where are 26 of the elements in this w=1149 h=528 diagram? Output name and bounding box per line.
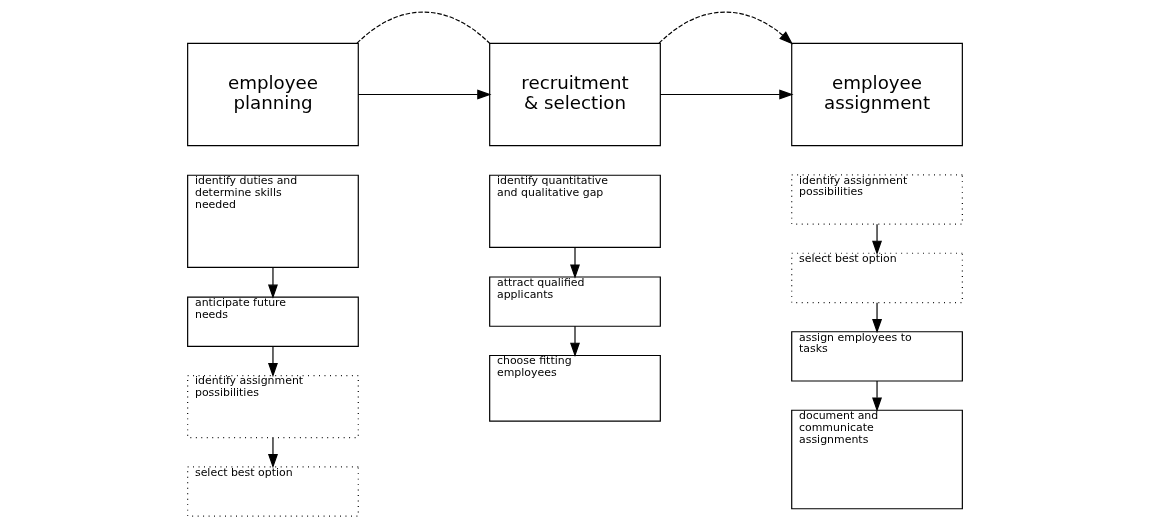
arrow: [659, 89, 794, 100]
arrow: [871, 223, 882, 255]
node-box: choose fitting employees: [488, 354, 661, 422]
node-box: recruitment & selection: [488, 42, 661, 147]
arrow: [267, 437, 278, 469]
arrow: [657, 11, 793, 45]
arrow: [569, 325, 580, 357]
node-box: anticipate future needs: [186, 296, 359, 347]
arrow: [871, 380, 882, 412]
node-box: identify assignment possibilities: [186, 374, 359, 439]
node-box: employee planning: [186, 42, 359, 147]
arrow: [569, 246, 580, 279]
arrow: [267, 266, 278, 299]
arrow: [267, 345, 278, 378]
node-box: assign employees to tasks: [790, 331, 963, 382]
node-box: identify duties and determine skills needed: [186, 174, 359, 268]
node-box: document and communicate assignments: [790, 409, 963, 510]
node-box: identify assignment possibilities: [790, 174, 963, 225]
node-box: identify quantitative and qualitative gap: [488, 174, 661, 248]
arrow: [357, 89, 491, 100]
connector: [355, 11, 490, 44]
node-box: attract qualified applicants: [488, 276, 661, 327]
arrow: [871, 302, 882, 334]
node-box: select best option: [186, 466, 359, 517]
node-box: employee assignment: [790, 42, 963, 147]
node-box: select best option: [790, 252, 963, 304]
